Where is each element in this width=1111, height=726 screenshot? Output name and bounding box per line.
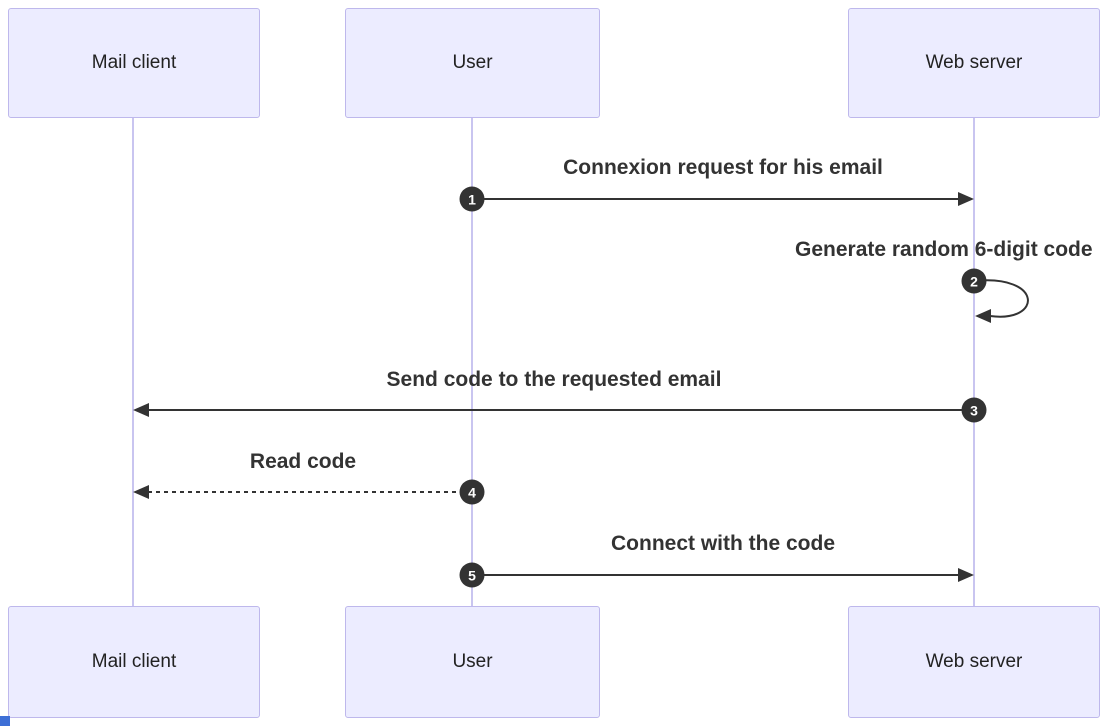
arrowhead-message-4 (133, 485, 149, 499)
corner-artifact (0, 716, 10, 726)
sequence-number-badge-4: 4 (459, 479, 485, 505)
actor-top-web-server: Web server (848, 8, 1100, 118)
actor-label-user: User (452, 651, 493, 672)
arrowhead-message-1 (958, 192, 974, 206)
actor-label-mail-client: Mail client (91, 651, 177, 672)
message-label-2: Generate random 6-digit code (795, 238, 1093, 261)
actor-bottom-user: User (345, 606, 600, 718)
message-label-1: Connexion request for his email (563, 156, 883, 179)
actor-label-mail-client: Mail client (91, 52, 177, 73)
sequence-number-badge-5: 5 (459, 562, 485, 588)
message-label-5: Connect with the code (610, 532, 836, 555)
actor-bottom-mail-client: Mail client (8, 606, 260, 718)
lifeline-web-server (973, 118, 975, 607)
actor-label-web-server: Web server (925, 651, 1023, 672)
message-label-4: Read code (249, 450, 357, 473)
lifeline-mail-client (132, 118, 134, 607)
message-label-3: Send code to the requested email (386, 368, 722, 391)
arrowhead-message-3 (133, 403, 149, 417)
actor-bottom-web-server: Web server (848, 606, 1100, 718)
sequence-number-badge-3: 3 (961, 397, 987, 423)
sequence-number-badge-2: 2 (961, 268, 987, 294)
actor-label-web-server: Web server (925, 52, 1023, 73)
arrowhead-message-2 (975, 309, 991, 323)
actor-top-mail-client: Mail client (8, 8, 260, 118)
lifeline-user (471, 118, 473, 607)
actor-label-user: User (452, 52, 493, 73)
actor-top-user: User (345, 8, 600, 118)
arrowhead-message-5 (958, 568, 974, 582)
sequence-number-badge-1: 1 (459, 186, 485, 212)
